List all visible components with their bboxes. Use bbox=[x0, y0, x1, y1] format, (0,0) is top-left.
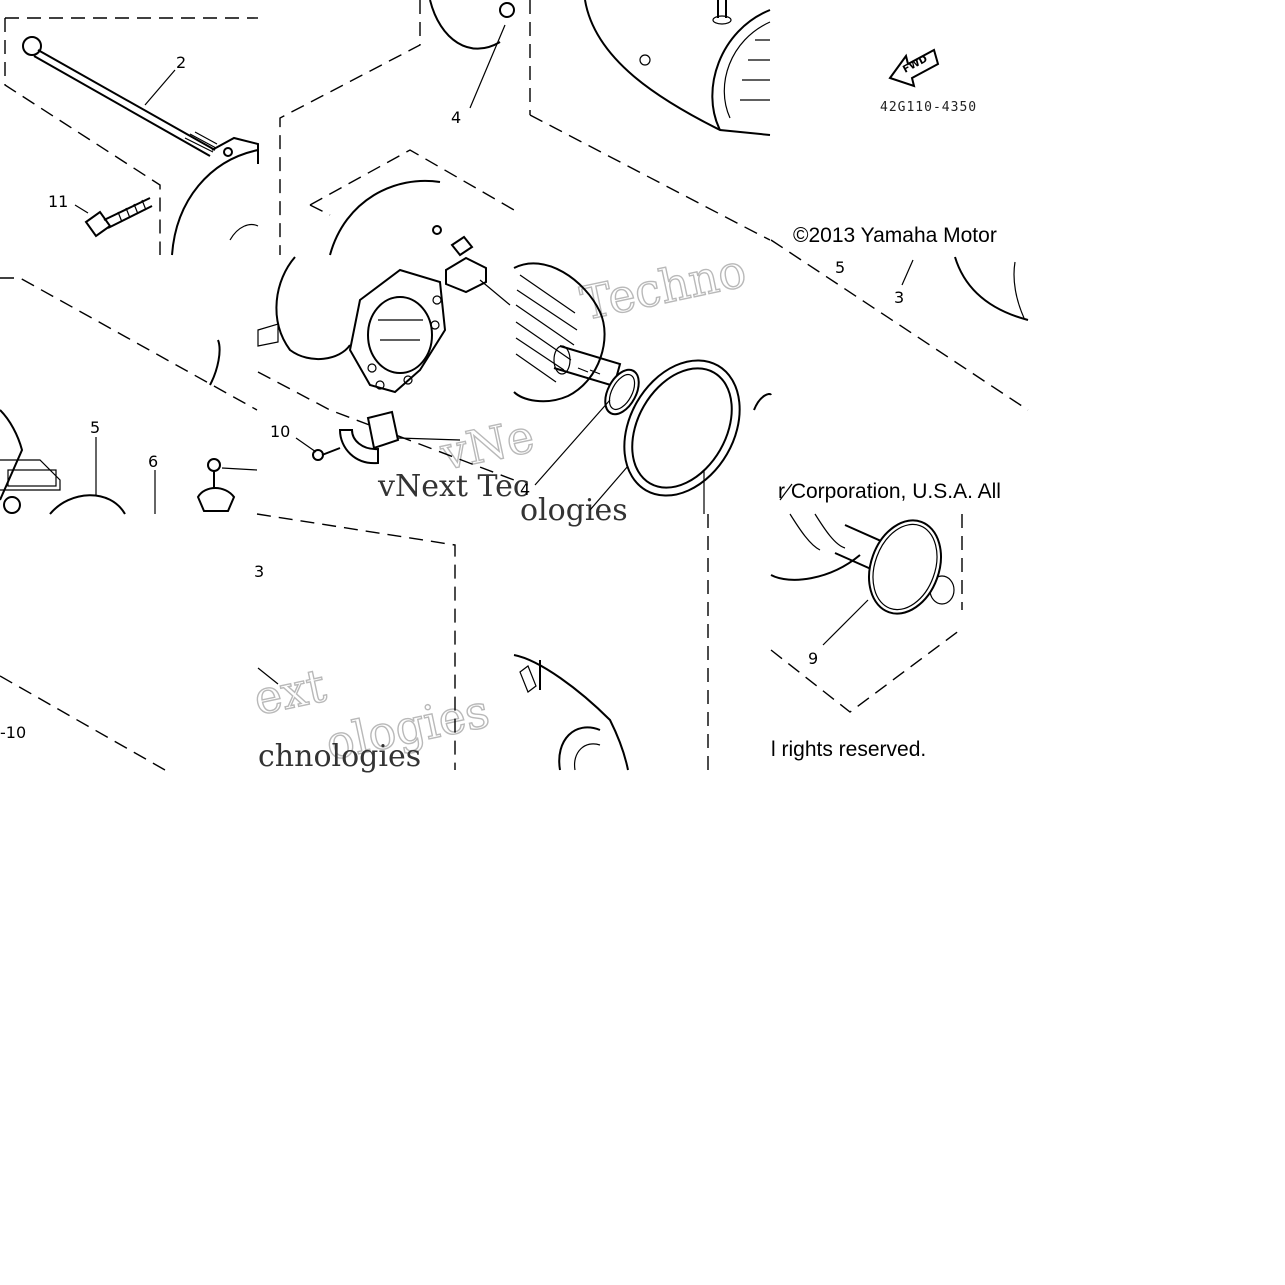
callout-2: 2 bbox=[176, 53, 186, 72]
callout-10: 10 bbox=[270, 422, 290, 441]
watermark-text: ext bbox=[249, 658, 331, 726]
tile-shaft: 9 l rights reserved. bbox=[770, 513, 963, 761]
tile-brush-left: 5 6 bbox=[0, 277, 258, 515]
watermark-text: chnologies bbox=[258, 739, 421, 774]
screw bbox=[84, 197, 153, 238]
callout-11: 11 bbox=[48, 192, 68, 211]
copyright-line-1: ©2013 Yamaha Motor bbox=[793, 224, 997, 247]
callout-5-right: 5 bbox=[835, 258, 845, 277]
tile-yoke-bottom bbox=[513, 514, 709, 771]
copyright-line-2: r Corporation, U.S.A. All bbox=[778, 480, 1001, 503]
callout-5-left: 5 bbox=[90, 418, 100, 437]
callout-9: 9 bbox=[808, 649, 818, 668]
brush-plate bbox=[348, 268, 447, 394]
callout-6: 6 bbox=[148, 452, 158, 471]
callout-10-partial: -10 bbox=[0, 723, 26, 742]
through-bolt bbox=[22, 36, 218, 157]
tile-bottom-left: -10 bbox=[0, 675, 166, 771]
callout-4-top: 4 bbox=[451, 108, 461, 127]
tile-cover-top: 4 bbox=[279, 0, 515, 257]
tile-brush-holder: 10 bbox=[257, 256, 515, 481]
end-cover bbox=[171, 136, 259, 256]
tile-bottom-mid-left: 3 bbox=[254, 513, 456, 770]
tile-yoke-top bbox=[529, 0, 771, 241]
watermark-layer: Techno vNe vNext Tec ologies ext ologies… bbox=[248, 243, 751, 774]
tile-right-mid: 5 3 r Corporation, U.S.A. All bbox=[770, 239, 1029, 503]
watermark-text: vNext Tec bbox=[377, 469, 530, 504]
callout-3: 3 bbox=[894, 288, 904, 307]
part-number: 42G110-4350 bbox=[880, 100, 977, 115]
tile-armature: 4 bbox=[513, 262, 772, 514]
tile-through-bolt: 2 11 bbox=[4, 17, 259, 256]
callout-4-mid: 4 bbox=[520, 480, 530, 499]
callout-8-partial: 3 bbox=[254, 562, 264, 581]
fwd-arrow-icon: FWD bbox=[888, 48, 940, 88]
watermark-text: ologies bbox=[520, 493, 628, 528]
tile-fwd: FWD 42G110-4350 ©2013 Yamaha Motor bbox=[793, 48, 997, 247]
copyright-line-3: l rights reserved. bbox=[771, 738, 926, 761]
